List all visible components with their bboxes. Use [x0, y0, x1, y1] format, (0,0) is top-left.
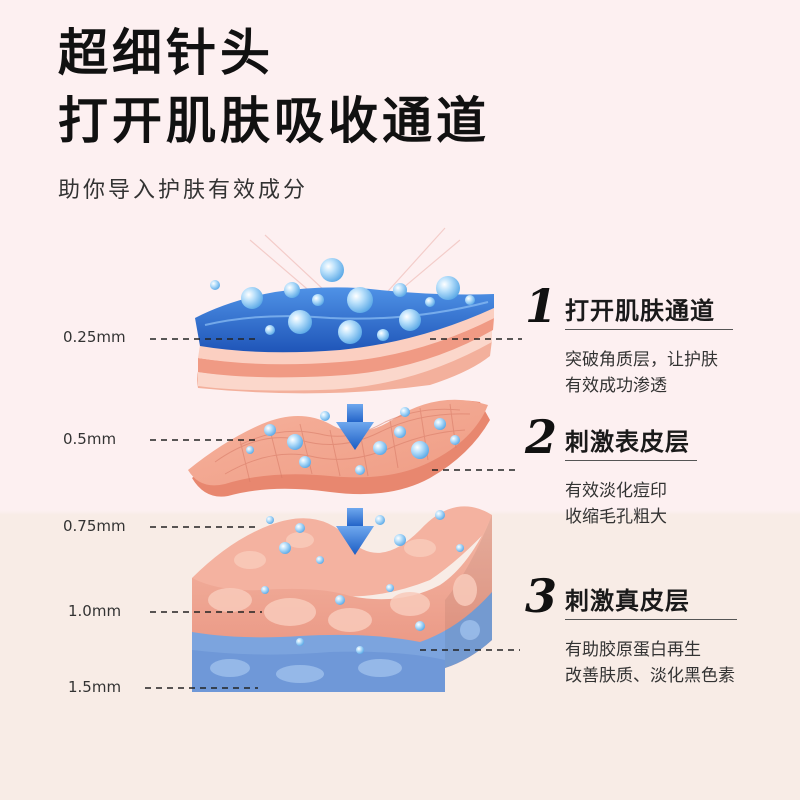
headline-line-1: 超细针头	[58, 24, 274, 82]
divider	[565, 329, 733, 330]
description-line: 收缩毛孔粗大	[565, 507, 667, 527]
depth-label-0-5mm: 0.5mm	[63, 430, 117, 448]
step-title: 刺激真皮层	[565, 587, 690, 615]
description-line: 突破角质层，让护肤	[565, 350, 718, 370]
step-lines	[420, 338, 522, 651]
bubbles-top	[210, 258, 475, 344]
depth-label-1-5mm: 1.5mm	[68, 678, 122, 696]
divider	[565, 460, 697, 461]
bubbles-bottom	[261, 510, 464, 654]
depth-lines	[145, 338, 262, 689]
step-number: 3	[525, 569, 558, 623]
layer-2-epidermis	[188, 399, 490, 497]
divider	[565, 619, 737, 620]
description-line: 有效淡化痘印	[565, 481, 667, 501]
bubbles-middle	[246, 407, 460, 475]
step-number: 1	[525, 279, 558, 333]
step-description: 有助胶原蛋白再生 改善肤质、淡化黑色素	[565, 637, 735, 689]
description-line: 有助胶原蛋白再生	[565, 640, 701, 660]
step-number: 2	[525, 410, 558, 464]
headline-line-2: 打开肌肤吸收通道	[58, 92, 490, 150]
step-title: 刺激表皮层	[565, 428, 690, 456]
depth-label-1-0mm: 1.0mm	[68, 602, 122, 620]
step-description: 突破角质层，让护肤 有效成功渗透	[565, 347, 718, 399]
depth-label-0-75mm: 0.75mm	[63, 517, 126, 535]
down-arrow-1	[336, 404, 374, 450]
down-arrow-2	[336, 508, 374, 555]
description-line: 改善肤质、淡化黑色素	[565, 666, 735, 686]
subtitle: 助你导入护肤有效成分	[58, 178, 309, 203]
description-line: 有效成功渗透	[565, 376, 667, 396]
step-title: 打开肌肤通道	[565, 297, 715, 325]
step-description: 有效淡化痘印 收缩毛孔粗大	[565, 478, 667, 530]
layer-1-stratum-corneum	[195, 287, 494, 394]
depth-label-0-25mm: 0.25mm	[63, 328, 126, 346]
